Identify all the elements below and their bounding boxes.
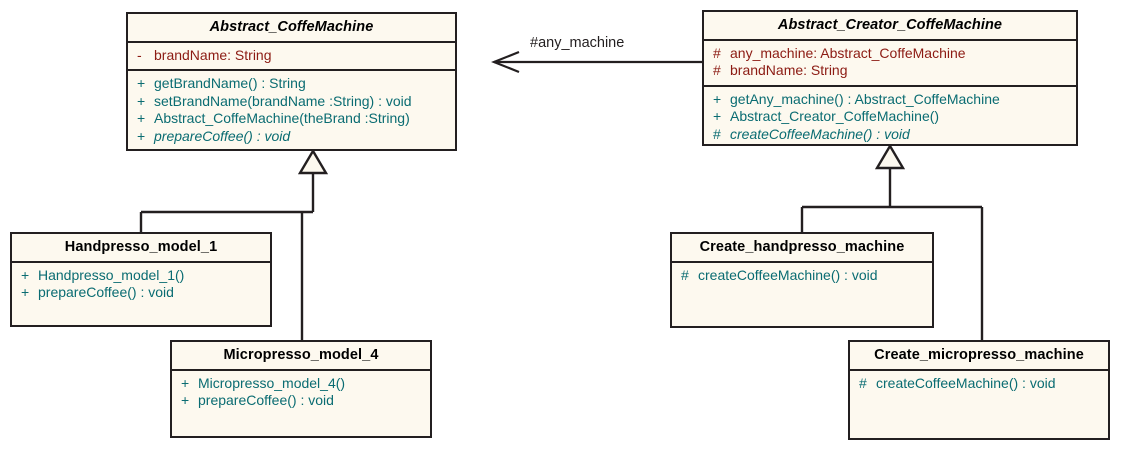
attributes-compartment: - brandName: String	[128, 43, 455, 72]
association-label-any-machine: #any_machine	[530, 35, 625, 51]
operations-compartment: + getAny_machine() : Abstract_CoffeMachi…	[704, 87, 1076, 149]
visibility-marker: #	[713, 44, 721, 61]
operation-row: + getBrandName() : String	[128, 75, 455, 93]
class-create-micropresso-machine[interactable]: Create_micropresso_machine # createCoffe…	[848, 340, 1110, 440]
visibility-marker: +	[181, 392, 190, 409]
operation-signature: Micropresso_model_4()	[198, 374, 346, 391]
attribute-row: - brandName: String	[128, 47, 455, 65]
class-title-handpresso-model-1: Handpresso_model_1	[12, 234, 270, 263]
visibility-marker: -	[137, 46, 142, 63]
attribute-row: # any_machine: Abstract_CoffeMachine	[704, 45, 1076, 63]
operation-row: + Micropresso_model_4()	[172, 375, 430, 393]
class-abstract-coffemachine[interactable]: Abstract_CoffeMachine - brandName: Strin…	[126, 12, 457, 151]
operation-signature: prepareCoffee() : void	[198, 392, 334, 409]
operation-signature: prepareCoffee() : void	[38, 284, 174, 301]
visibility-marker: +	[181, 374, 190, 391]
operation-row: + prepareCoffee() : void	[12, 284, 270, 302]
operation-signature: createCoffeeMachine() : void	[698, 266, 878, 283]
visibility-marker: +	[713, 90, 722, 107]
operations-compartment: + Handpresso_model_1() + prepareCoffee()…	[12, 263, 270, 307]
operation-signature: prepareCoffee() : void	[154, 127, 291, 144]
operations-compartment: # createCoffeeMachine() : void	[850, 371, 1108, 398]
operation-row: + Abstract_CoffeMachine(theBrand :String…	[128, 110, 455, 128]
operations-compartment: # createCoffeeMachine() : void	[672, 263, 932, 290]
visibility-marker: +	[137, 110, 146, 127]
attribute-signature: brandName: String	[154, 46, 272, 63]
visibility-marker: #	[859, 374, 867, 391]
operation-row: + getAny_machine() : Abstract_CoffeMachi…	[704, 91, 1076, 109]
class-title-abstract-coffemachine: Abstract_CoffeMachine	[128, 14, 455, 43]
attribute-row: # brandName: String	[704, 62, 1076, 80]
visibility-marker: #	[681, 266, 689, 283]
operation-row: + Abstract_Creator_CoffeMachine()	[704, 108, 1076, 126]
attributes-compartment: # any_machine: Abstract_CoffeMachine # b…	[704, 41, 1076, 87]
class-title-abstract-creator-coffemachine: Abstract_Creator_CoffeMachine	[704, 12, 1076, 41]
visibility-marker: +	[137, 127, 146, 144]
operation-signature: Abstract_CoffeMachine(theBrand :String)	[154, 110, 410, 127]
visibility-marker: +	[137, 75, 146, 92]
operation-signature: getBrandName() : String	[154, 75, 306, 92]
class-title-create-micropresso-machine: Create_micropresso_machine	[850, 342, 1108, 371]
class-title-micropresso-model-4: Micropresso_model_4	[172, 342, 430, 371]
operation-row: + prepareCoffee() : void	[172, 392, 430, 410]
operation-signature: createCoffeeMachine() : void	[876, 374, 1056, 391]
operation-row: # createCoffeeMachine() : void	[704, 126, 1076, 144]
operation-row: # createCoffeeMachine() : void	[672, 267, 932, 285]
association-any-machine	[491, 50, 702, 74]
visibility-marker: +	[21, 266, 30, 283]
operation-row: # createCoffeeMachine() : void	[850, 375, 1108, 393]
operation-row: + Handpresso_model_1()	[12, 267, 270, 285]
operation-row: + prepareCoffee() : void	[128, 128, 455, 146]
visibility-marker: +	[21, 284, 30, 301]
class-handpresso-model-1[interactable]: Handpresso_model_1 + Handpresso_model_1(…	[10, 232, 272, 327]
visibility-marker: +	[137, 92, 146, 109]
operation-signature: setBrandName(brandName :String) : void	[154, 92, 412, 109]
visibility-marker: #	[713, 62, 721, 79]
class-abstract-creator-coffemachine[interactable]: Abstract_Creator_CoffeMachine # any_mach…	[702, 10, 1078, 146]
operation-signature: Handpresso_model_1()	[38, 266, 185, 283]
operation-signature: getAny_machine() : Abstract_CoffeMachine	[730, 90, 1000, 107]
operations-compartment: + getBrandName() : String + setBrandName…	[128, 71, 455, 150]
class-create-handpresso-machine[interactable]: Create_handpresso_machine # createCoffee…	[670, 232, 934, 328]
operation-signature: createCoffeeMachine() : void	[730, 125, 910, 142]
attribute-signature: any_machine: Abstract_CoffeMachine	[730, 44, 966, 61]
class-title-create-handpresso-machine: Create_handpresso_machine	[672, 234, 932, 263]
visibility-marker: #	[713, 125, 721, 142]
attribute-signature: brandName: String	[730, 62, 848, 79]
operation-signature: Abstract_Creator_CoffeMachine()	[730, 108, 940, 125]
operation-row: + setBrandName(brandName :String) : void	[128, 93, 455, 111]
class-micropresso-model-4[interactable]: Micropresso_model_4 + Micropresso_model_…	[170, 340, 432, 438]
operations-compartment: + Micropresso_model_4() + prepareCoffee(…	[172, 371, 430, 415]
visibility-marker: +	[713, 108, 722, 125]
